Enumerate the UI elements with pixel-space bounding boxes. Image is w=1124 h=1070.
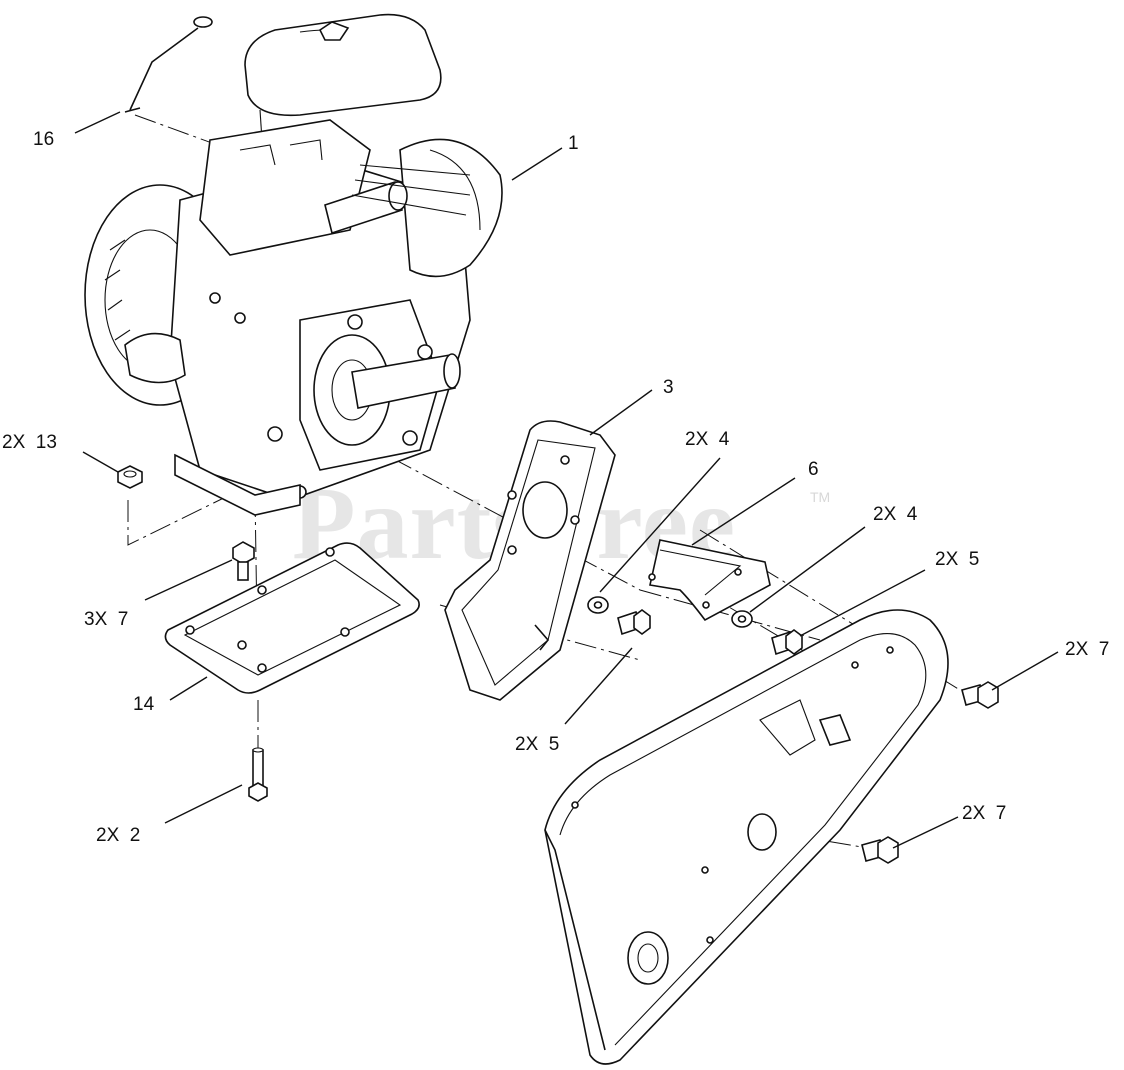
callout-6: 6 bbox=[808, 459, 819, 480]
engine-part-1 bbox=[84, 13, 503, 516]
bolt-part-7-upper-right bbox=[961, 681, 999, 709]
dipstick-wire-part-16 bbox=[124, 16, 213, 113]
bolt-part-5-left bbox=[617, 609, 651, 636]
washer-part-4-left bbox=[587, 596, 609, 614]
belt-housing-frame bbox=[544, 609, 949, 1065]
callout-2x-7-upper: 2X 7 bbox=[1065, 639, 1110, 660]
callout-1: 1 bbox=[568, 133, 579, 154]
clip-bracket-part-6 bbox=[648, 539, 771, 622]
callout-2x-5-left: 2X 5 bbox=[515, 734, 560, 755]
bolt-part-7-3x bbox=[232, 541, 255, 581]
nut-part-13 bbox=[117, 465, 143, 489]
leader-lines bbox=[74, 111, 1059, 849]
callout-3: 3 bbox=[663, 377, 674, 398]
callout-2x-7-lower: 2X 7 bbox=[962, 803, 1007, 824]
callout-14: 14 bbox=[133, 694, 155, 715]
callout-2x-4-right: 2X 4 bbox=[873, 504, 918, 525]
mounting-bracket-part-3 bbox=[444, 420, 616, 701]
mounting-plate-part-14 bbox=[164, 542, 420, 694]
bolt-part-5-right bbox=[771, 629, 803, 656]
washer-part-4-right bbox=[731, 610, 753, 628]
bolt-part-7-lower-right bbox=[861, 836, 899, 864]
callout-2x-2: 2X 2 bbox=[96, 825, 141, 846]
callout-2x-4-left: 2X 4 bbox=[685, 429, 730, 450]
watermark-trademark: TM bbox=[810, 489, 831, 505]
bolt-part-2 bbox=[248, 747, 268, 802]
callout-2x-13: 2X 13 bbox=[2, 432, 57, 453]
callout-16: 16 bbox=[33, 129, 55, 150]
callout-3x-7: 3X 7 bbox=[84, 609, 129, 630]
callout-2x-5-right: 2X 5 bbox=[935, 549, 980, 570]
